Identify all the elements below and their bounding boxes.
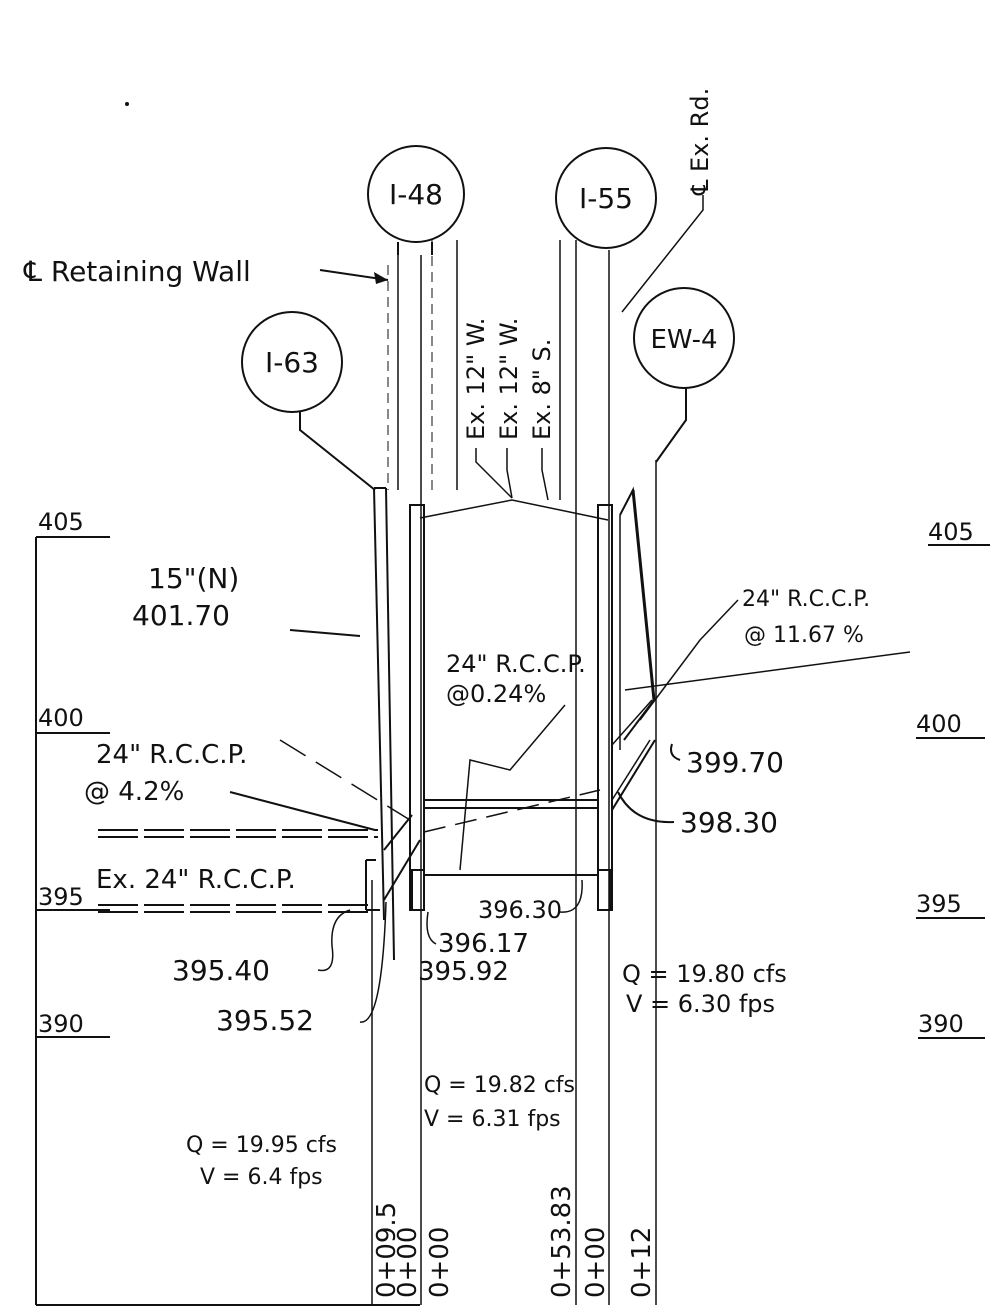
ex-water-2-label: Ex. 12" W. xyxy=(495,318,523,440)
callout-i48: I-48 xyxy=(367,145,465,255)
stray-mark xyxy=(125,102,129,106)
retaining-wall-arrowhead xyxy=(374,272,388,284)
elev-label-right-390: 390 xyxy=(918,1010,964,1038)
ex-road-label: ℄ Ex. Rd. xyxy=(686,88,714,196)
manhole-i55 xyxy=(597,504,613,911)
station-0-00-b: 0+00 xyxy=(425,1227,455,1298)
invert-39630-leader xyxy=(559,879,583,913)
headwall-ew4 xyxy=(619,486,656,750)
utility-leaders xyxy=(475,448,549,501)
pipe-24-left-crown xyxy=(383,814,413,851)
pipe-24-right-slope: @ 11.67 % xyxy=(744,623,864,648)
pipe-24-mid-size: 24" R.C.C.P. xyxy=(446,650,586,678)
callout-i55: I-55 xyxy=(555,147,657,249)
ex-road-leader xyxy=(621,195,704,313)
station-0-09-5: 0+09.5 xyxy=(372,1202,402,1298)
pipe-24-mid-slope: @0.24% xyxy=(446,680,546,708)
pipe-24-right-hgl xyxy=(624,651,911,691)
flow-q-right: Q = 19.80 cfs xyxy=(622,960,787,988)
callout-ew4: EW-4 xyxy=(633,287,735,463)
invert-39617-leader xyxy=(426,911,437,945)
invert-39592: 395.92 xyxy=(418,957,509,987)
invert-39540-leader xyxy=(317,909,351,972)
flow-v-mid: V = 6.31 fps xyxy=(424,1107,561,1132)
elev-label-left-390: 390 xyxy=(38,1010,84,1038)
invert-39970: 399.70 xyxy=(686,746,784,779)
invert-39970-leader xyxy=(670,743,681,761)
pipe-24-left-hgl xyxy=(279,739,411,821)
pipe-24-right-size: 24" R.C.C.P. xyxy=(742,587,870,612)
pipe-24-left-size: 24" R.C.C.P. xyxy=(96,740,247,770)
pipe-24-left-leader xyxy=(229,791,376,831)
station-0-12: 0+12 xyxy=(627,1227,657,1298)
station-lines xyxy=(371,240,657,1305)
ex-sewer-label: Ex. 8" S. xyxy=(528,339,556,440)
manhole-i48 xyxy=(409,504,425,911)
retaining-wall-label: ℄ Retaining Wall xyxy=(23,255,251,288)
invert-39830: 398.30 xyxy=(680,806,778,839)
elev-label-left-405: 405 xyxy=(38,508,84,536)
pipe-24-left-slope: @ 4.2% xyxy=(84,777,184,807)
label-i48: I-48 xyxy=(389,178,443,211)
pipe-24-right-top xyxy=(611,739,651,801)
invert-39617: 396.17 xyxy=(438,929,529,959)
ex-water-1-label: Ex. 12" W. xyxy=(462,318,490,440)
elev-label-left-395: 395 xyxy=(38,883,84,911)
ex-pipe-label: Ex. 24" R.C.C.P. xyxy=(96,865,296,895)
pipe-24-right xyxy=(611,739,656,811)
flow-q-left: Q = 19.95 cfs xyxy=(186,1133,337,1158)
pipe-24-left xyxy=(383,839,421,901)
flow-q-mid: Q = 19.82 cfs xyxy=(424,1073,575,1098)
flow-v-left: V = 6.4 fps xyxy=(200,1165,323,1190)
pipe-24-right-leader xyxy=(639,599,739,721)
label-i63: I-63 xyxy=(265,346,319,379)
ground-line xyxy=(419,499,609,521)
invert-39540: 395.40 xyxy=(172,954,270,987)
flow-v-right: V = 6.30 fps xyxy=(626,990,775,1018)
manhole-i63 xyxy=(365,487,395,961)
invert-39630: 396.30 xyxy=(478,896,562,924)
pipe-15-size: 15"(N) xyxy=(148,562,239,595)
pipe-24-mid-leader xyxy=(459,704,566,871)
station-0-00-c: 0+00 xyxy=(581,1227,611,1298)
label-ew4: EW-4 xyxy=(650,325,717,355)
pipe-15-elev: 401.70 xyxy=(132,599,230,632)
pipe-24-mid-hgl xyxy=(423,789,601,833)
station-0-00-a: 0+00 xyxy=(393,1227,423,1298)
pipe-24-right-crown xyxy=(611,699,653,746)
invert-39552-leader xyxy=(359,901,387,1023)
elev-label-right-400: 400 xyxy=(916,710,962,738)
station-0-53-83: 0+53.83 xyxy=(547,1185,577,1298)
invert-39552: 395.52 xyxy=(216,1004,314,1037)
callout-i63: I-63 xyxy=(241,311,376,491)
elev-label-left-400: 400 xyxy=(38,704,84,732)
invert-39830-leader xyxy=(617,791,675,824)
elev-label-right-395: 395 xyxy=(916,890,962,918)
label-i55: I-55 xyxy=(579,182,633,215)
pipe-15-leader xyxy=(289,629,361,637)
elev-label-right-405: 405 xyxy=(928,518,974,546)
